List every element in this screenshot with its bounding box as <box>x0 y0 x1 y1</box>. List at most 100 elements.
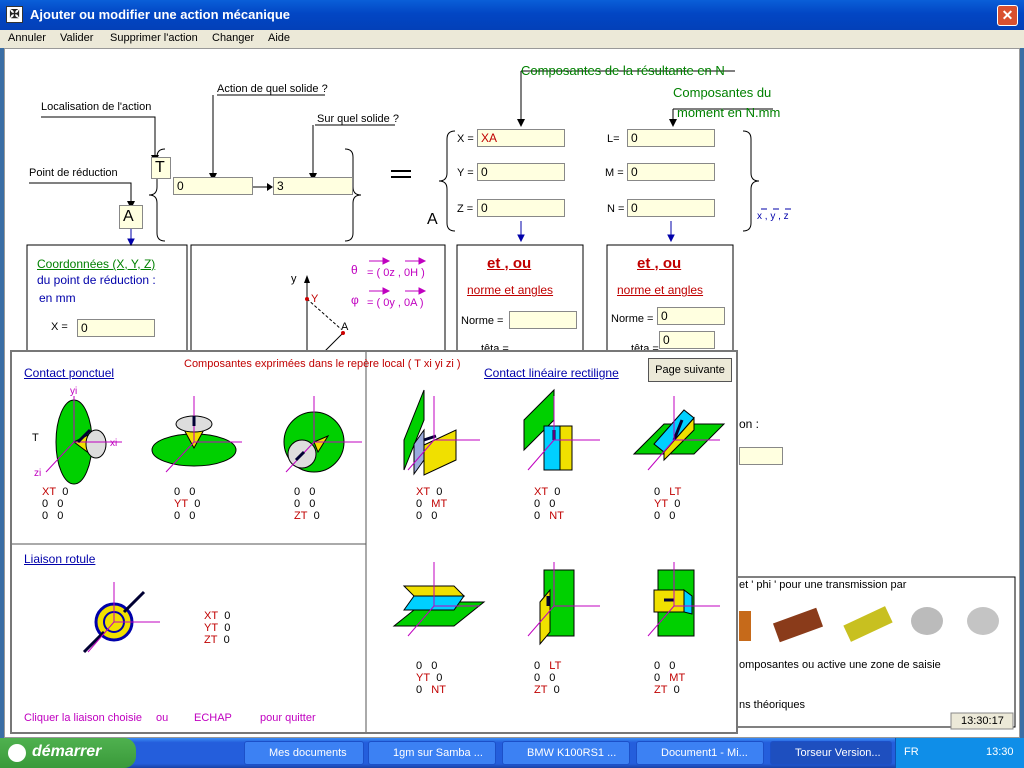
x-field[interactable]: XA <box>477 129 565 147</box>
start-button[interactable]: démarrer <box>0 738 136 768</box>
behind-field[interactable] <box>739 447 783 465</box>
liaison-drawings <box>12 352 726 732</box>
menu-changer[interactable]: Changer <box>212 32 255 44</box>
moment-title-2: moment en N.mm <box>677 105 781 120</box>
menu-supprimer[interactable]: Supprimer l'action <box>110 32 198 44</box>
etou-left-norme-label: Norme = <box>461 315 504 327</box>
moment-title-1: Composantes du <box>673 85 772 100</box>
m-label: M = <box>605 167 624 179</box>
theoriques-label: ns théoriques <box>739 699 806 711</box>
windows-logo-icon <box>8 744 26 762</box>
theta-symbol: θ <box>351 263 358 277</box>
etou-right-tete-field[interactable]: 0 <box>659 331 715 349</box>
base-label: x , y , z <box>757 211 789 222</box>
y-point-label: Y <box>311 293 319 305</box>
sur-solide-label: Sur quel solide ? <box>317 113 399 125</box>
footer-ou: ou <box>156 712 169 724</box>
etou-left-title: et , ou <box>487 255 532 272</box>
matrix-lineaire-2[interactable]: XT 0 0 0 0 NT <box>534 486 564 522</box>
torseur-letter-field[interactable]: T <box>151 157 171 179</box>
xi-label: xi <box>110 438 118 449</box>
localisation-label: Localisation de l'action <box>41 101 152 113</box>
l-label: L= <box>607 133 620 145</box>
task-samba[interactable]: 1gm sur Samba ... <box>368 741 496 765</box>
point-field[interactable]: A <box>119 205 143 229</box>
coord-x-field[interactable]: 0 <box>77 319 155 337</box>
etou-left-norme-field[interactable] <box>509 311 577 329</box>
composantes-label: omposantes ou active une zone de saisie <box>739 659 941 671</box>
l-field[interactable]: 0 <box>627 129 715 147</box>
liaison-rotule-title[interactable]: Liaison rotule <box>24 552 96 566</box>
n-label: N = <box>607 203 625 215</box>
x-label: X = <box>457 133 474 145</box>
start-label: démarrer <box>32 743 102 760</box>
y-axis-label: y <box>291 273 297 285</box>
point-a-letter: A <box>427 211 438 228</box>
matrix-lineaire-3[interactable]: 0 LT YT 0 0 0 <box>654 486 682 522</box>
page-suivante-button[interactable]: Page suivante <box>648 358 732 382</box>
matrix-lineaire-4[interactable]: 0 0 YT 0 0 NT <box>416 660 446 696</box>
etou-right-norme-label: Norme = <box>611 313 654 325</box>
matrix-lineaire-1[interactable]: XT 0 0 MT 0 0 <box>416 486 448 522</box>
footer-quitter: pour quitter <box>260 712 316 724</box>
phi-symbol: φ <box>351 293 359 307</box>
matrix-ponctuel-y[interactable]: 0 0 YT 0 0 0 <box>174 486 201 522</box>
on-label: on : <box>739 417 760 431</box>
task-document1[interactable]: Document1 - Mi... <box>636 741 764 765</box>
z-field[interactable]: 0 <box>477 199 565 217</box>
coord-line2: du point de réduction : <box>37 273 156 287</box>
language-indicator[interactable]: FR <box>904 746 919 758</box>
etou-right-norme-field[interactable]: 0 <box>657 307 725 325</box>
yi-label: yi <box>70 386 78 397</box>
y-field[interactable]: 0 <box>477 163 565 181</box>
transmission-label: et ' phi ' pour une transmission par <box>739 579 907 591</box>
matrix-lineaire-5[interactable]: 0 LT 0 0 ZT 0 <box>534 660 562 696</box>
footer-click: Cliquer la liaison choisie <box>24 712 143 724</box>
phi-definition: = ( 0y , 0A ) <box>367 297 424 309</box>
close-button[interactable]: ✕ <box>997 5 1018 26</box>
system-tray: FR 13:30 <box>895 738 1024 768</box>
liaison-chooser-panel: Composantes exprimées dans le repère loc… <box>10 350 738 734</box>
matrix-lineaire-6[interactable]: 0 0 0 MT ZT 0 <box>654 660 686 696</box>
matrix-ponctuel-z[interactable]: 0 0 0 0 ZT 0 <box>294 486 320 522</box>
a-point-label: A <box>341 321 349 333</box>
overlay-header: Composantes exprimées dans le repère loc… <box>184 358 461 370</box>
etou-right-subtitle: norme et angles <box>617 283 704 297</box>
clock[interactable]: 13:30 <box>986 746 1014 758</box>
task-mes-documents[interactable]: Mes documents <box>244 741 364 765</box>
task-torseur[interactable]: Torseur Version... <box>770 741 892 765</box>
zi-label: zi <box>34 468 42 479</box>
point-reduction-label: Point de réduction <box>29 167 118 179</box>
t-label: T <box>32 432 39 444</box>
action-solide-label: Action de quel solide ? <box>217 83 328 95</box>
footer-echap: ECHAP <box>194 712 232 724</box>
etou-right-title: et , ou <box>637 255 682 272</box>
task-bmw[interactable]: BMW K100RS1 ... <box>502 741 630 765</box>
menu-annuler[interactable]: Annuler <box>8 32 46 44</box>
coord-title: Coordonnées (X, Y, Z) <box>37 257 156 271</box>
y-label: Y = <box>457 167 474 179</box>
etou-left-subtitle: norme et angles <box>467 283 554 297</box>
contact-ponctuel-title[interactable]: Contact ponctuel <box>24 366 115 380</box>
matrix-ponctuel-x[interactable]: XT 0 0 0 0 0 <box>42 486 69 522</box>
connector-lines <box>26 70 1016 730</box>
resultante-title: Composantes de la résultante en N <box>521 63 725 78</box>
menu-aide[interactable]: Aide <box>268 32 291 44</box>
theta-definition: = ( 0z , 0H ) <box>367 267 425 279</box>
coord-x-label: X = <box>51 321 68 333</box>
app-icon[interactable]: ✠ <box>6 6 23 23</box>
n-field[interactable]: 0 <box>627 199 715 217</box>
coord-line3: en mm <box>39 291 76 305</box>
window-title: Ajouter ou modifier une action mécanique <box>30 7 291 22</box>
matrix-rotule[interactable]: XT 0 YT 0 ZT 0 <box>204 610 231 646</box>
from-solid-field[interactable]: 0 <box>173 177 253 195</box>
title-bar: ✠ Ajouter ou modifier une action mécaniq… <box>0 0 1024 30</box>
m-field[interactable]: 0 <box>627 163 715 181</box>
menu-valider[interactable]: Valider <box>60 32 94 44</box>
taskbar: démarrer Mes documents 1gm sur Samba ...… <box>0 738 1024 768</box>
to-solid-field[interactable]: 3 <box>273 177 353 195</box>
clock-label: 13:30:17 <box>961 715 1004 727</box>
z-label: Z = <box>457 203 474 215</box>
menu-bar: Annuler Valider Supprimer l'action Chang… <box>0 30 1024 48</box>
contact-lineaire-title[interactable]: Contact linéaire rectiligne <box>484 366 619 380</box>
